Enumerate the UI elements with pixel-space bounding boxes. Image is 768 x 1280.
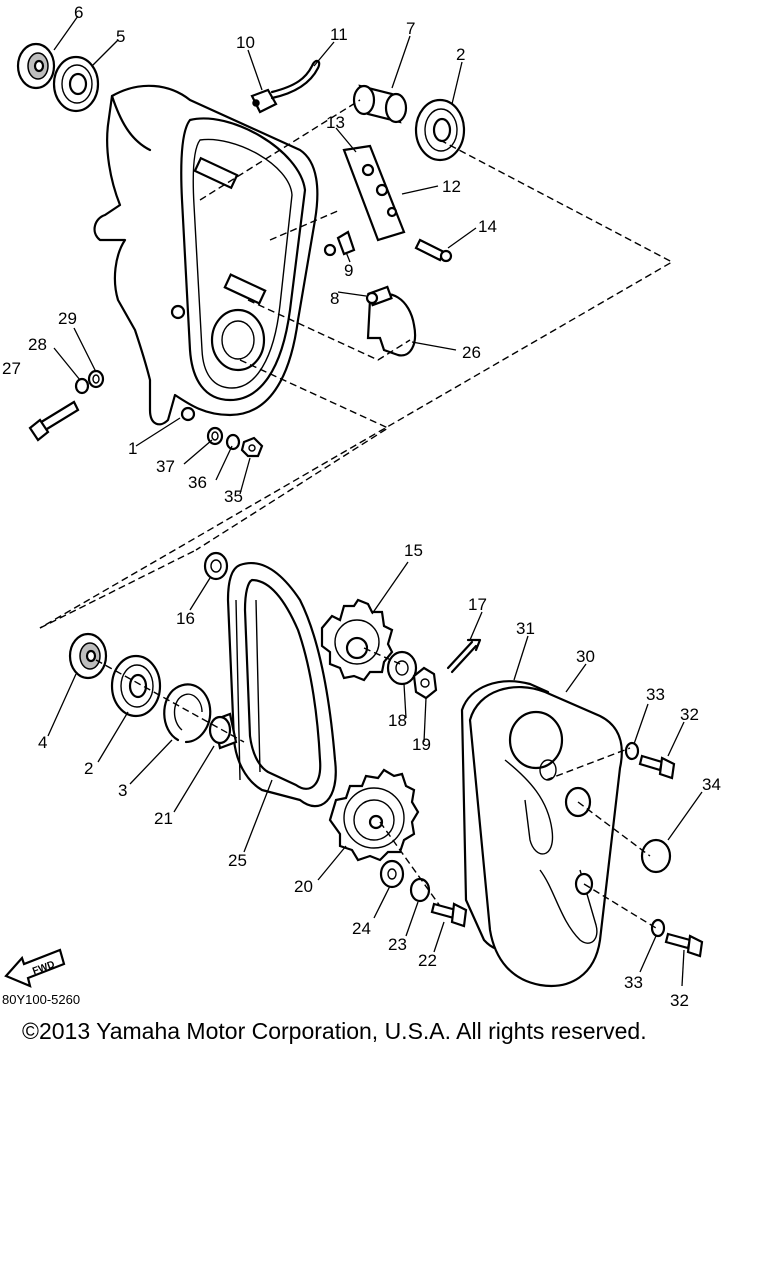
assembly-line-lower [379, 821, 441, 907]
breather-hose-part-11 [270, 59, 321, 100]
callout-label: 33 [646, 685, 665, 704]
callout-label: 6 [74, 3, 83, 22]
callout-label: 36 [188, 473, 207, 492]
callout-label: 8 [330, 289, 339, 308]
oil-seal-part-4 [68, 632, 108, 680]
callout-label: 32 [680, 705, 699, 724]
drive-sprocket-part-15 [320, 598, 394, 682]
callout-label: 25 [228, 851, 247, 870]
bolt-part-9 [323, 230, 356, 257]
callout-label: 31 [516, 619, 535, 638]
collar-part-7 [352, 84, 408, 124]
assembly-line-upper [199, 99, 361, 201]
callout-label: 28 [28, 335, 47, 354]
assembly-line-lower [583, 883, 657, 929]
breather-fitting-part-10 [250, 88, 278, 114]
callout-label: 13 [326, 113, 345, 132]
chain-case-cover-part-30 [468, 685, 623, 987]
exploded-parts-diagram: 6 5 10 11 7 2 13 12 14 9 8 26 29 28 27 1… [2, 3, 721, 1010]
washer-part-33-upper [624, 741, 640, 761]
callout-label: 7 [406, 19, 415, 38]
callout-label: 9 [344, 261, 353, 280]
callout-label: 4 [38, 733, 47, 752]
callout-label: 26 [462, 343, 481, 362]
callout-label: 34 [702, 775, 721, 794]
callout-label: 37 [156, 457, 175, 476]
callout-leaders [47, 15, 703, 987]
tensioner-part-26 [365, 285, 417, 357]
assembly-line-lower [545, 747, 631, 781]
washer-part-36 [225, 433, 241, 451]
callout-label: 3 [118, 781, 127, 800]
copyright-notice: ©2013 Yamaha Motor Corporation, U.S.A. A… [22, 1018, 647, 1044]
callout-label: 12 [442, 177, 461, 196]
washer-part-29 [87, 369, 105, 389]
washer-part-24 [379, 859, 405, 889]
bearing-part-2-upper [414, 98, 466, 162]
bearing-part-2-lower [110, 654, 162, 718]
assembly-line-upper [39, 139, 674, 629]
callout-label: 18 [388, 711, 407, 730]
assembly-line-lower [363, 647, 401, 665]
callout-label: 5 [116, 27, 125, 46]
circlip-part-3 [163, 683, 212, 744]
assembly-line-lower [39, 549, 197, 629]
callout-label: 27 [2, 359, 21, 378]
callout-label: 30 [576, 647, 595, 666]
diagram-code: 80Y100-5260 [2, 992, 81, 1007]
plug-part-34 [640, 838, 672, 874]
bolt-part-32-upper [638, 754, 676, 780]
chain-case-part-1 [93, 84, 319, 426]
collar-part-16 [203, 551, 229, 581]
callout-label: 19 [412, 735, 431, 754]
oil-seal-part-6 [16, 42, 56, 90]
chain-part-25 [226, 562, 337, 808]
bolt-part-22 [430, 902, 468, 928]
washer-part-28 [74, 377, 90, 395]
callout-label: 1 [128, 439, 137, 458]
callout-labels: 6 5 10 11 7 2 13 12 14 9 8 26 29 28 27 1… [2, 3, 721, 1010]
callout-label: 15 [404, 541, 423, 560]
callout-label: 17 [468, 595, 487, 614]
callout-label: 32 [670, 991, 689, 1010]
castle-nut-part-19 [412, 666, 438, 700]
nut-part-35 [240, 436, 264, 458]
bolt-part-27 [28, 400, 80, 442]
tensioner-plate-part-13 [342, 144, 406, 242]
callout-label: 33 [624, 973, 643, 992]
washer-part-23 [409, 877, 431, 903]
callout-label: 21 [154, 809, 173, 828]
cotter-pin-part-17 [446, 638, 482, 674]
callout-label: 14 [478, 217, 497, 236]
callout-label: 24 [352, 919, 371, 938]
driven-sprocket-part-20 [328, 768, 420, 862]
callout-label: 2 [456, 45, 465, 64]
forward-arrow-icon: FWD [4, 948, 66, 988]
bearing-part-5 [52, 55, 100, 113]
screw-part-14 [414, 238, 453, 263]
callout-label: 2 [84, 759, 93, 778]
callout-label: 20 [294, 877, 313, 896]
assembly-line-upper [247, 299, 411, 361]
assembly-line-upper [195, 359, 390, 551]
washer-part-18 [386, 650, 418, 686]
callout-label: 29 [58, 309, 77, 328]
assembly-line-upper [269, 209, 341, 241]
callout-label: 23 [388, 935, 407, 954]
assembly-line-lower [577, 801, 651, 857]
callout-label: 16 [176, 609, 195, 628]
callout-label: 10 [236, 33, 255, 52]
callout-label: 35 [224, 487, 243, 506]
callout-label: 22 [418, 951, 437, 970]
washer-part-33-lower [650, 918, 666, 938]
bolt-part-32-lower [664, 932, 704, 958]
assembly-line-lower [95, 659, 245, 743]
callout-label: 11 [330, 25, 348, 44]
